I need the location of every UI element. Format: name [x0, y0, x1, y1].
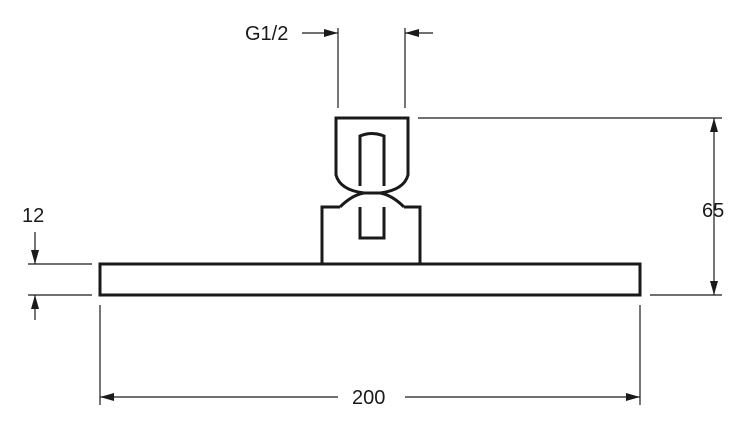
thickness-label: 12 — [22, 205, 44, 227]
inner-pipe-top — [358, 132, 386, 186]
arrowhead — [100, 393, 114, 401]
width-label: 200 — [352, 387, 385, 409]
arrowhead — [31, 250, 39, 264]
height-label: 65 — [702, 200, 724, 222]
thread-dimension: G1/2 — [245, 23, 433, 108]
arrowhead — [710, 118, 718, 132]
shower-head-outline — [98, 116, 642, 297]
mounting-block — [320, 205, 422, 264]
arrowhead — [324, 29, 338, 37]
thickness-dimension: 12 — [22, 205, 92, 320]
ball-joint — [338, 191, 406, 209]
arrowhead — [626, 393, 640, 401]
arrowhead — [405, 29, 419, 37]
arrowhead — [31, 295, 39, 309]
shower-plate — [98, 262, 642, 297]
height-dimension: 65 — [418, 117, 724, 296]
connector-nut — [334, 116, 410, 195]
width-dimension: 200 — [99, 305, 641, 409]
thread-size-label: G1/2 — [245, 23, 288, 45]
inner-pipe-bottom — [358, 207, 386, 240]
arrowhead — [710, 281, 718, 295]
